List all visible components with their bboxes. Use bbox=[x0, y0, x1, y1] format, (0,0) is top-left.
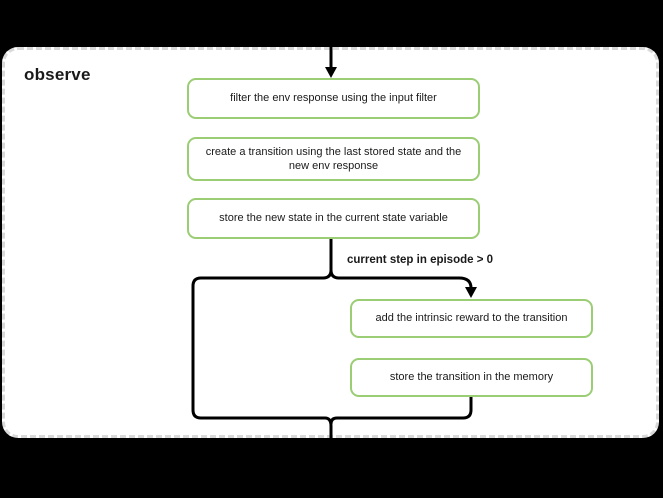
node-store-new-state: store the new state in the current state… bbox=[187, 198, 480, 239]
node-filter-env-response: filter the env response using the input … bbox=[187, 78, 480, 119]
node-create-transition: create a transition using the last store… bbox=[187, 137, 480, 181]
group-title: observe bbox=[24, 65, 91, 84]
branch-condition-label: current step in episode > 0 bbox=[347, 254, 494, 266]
node-add-intrinsic-reward: add the intrinsic reward to the transiti… bbox=[350, 299, 593, 338]
node-store-transition-memory: store the transition in the memory bbox=[350, 358, 593, 397]
